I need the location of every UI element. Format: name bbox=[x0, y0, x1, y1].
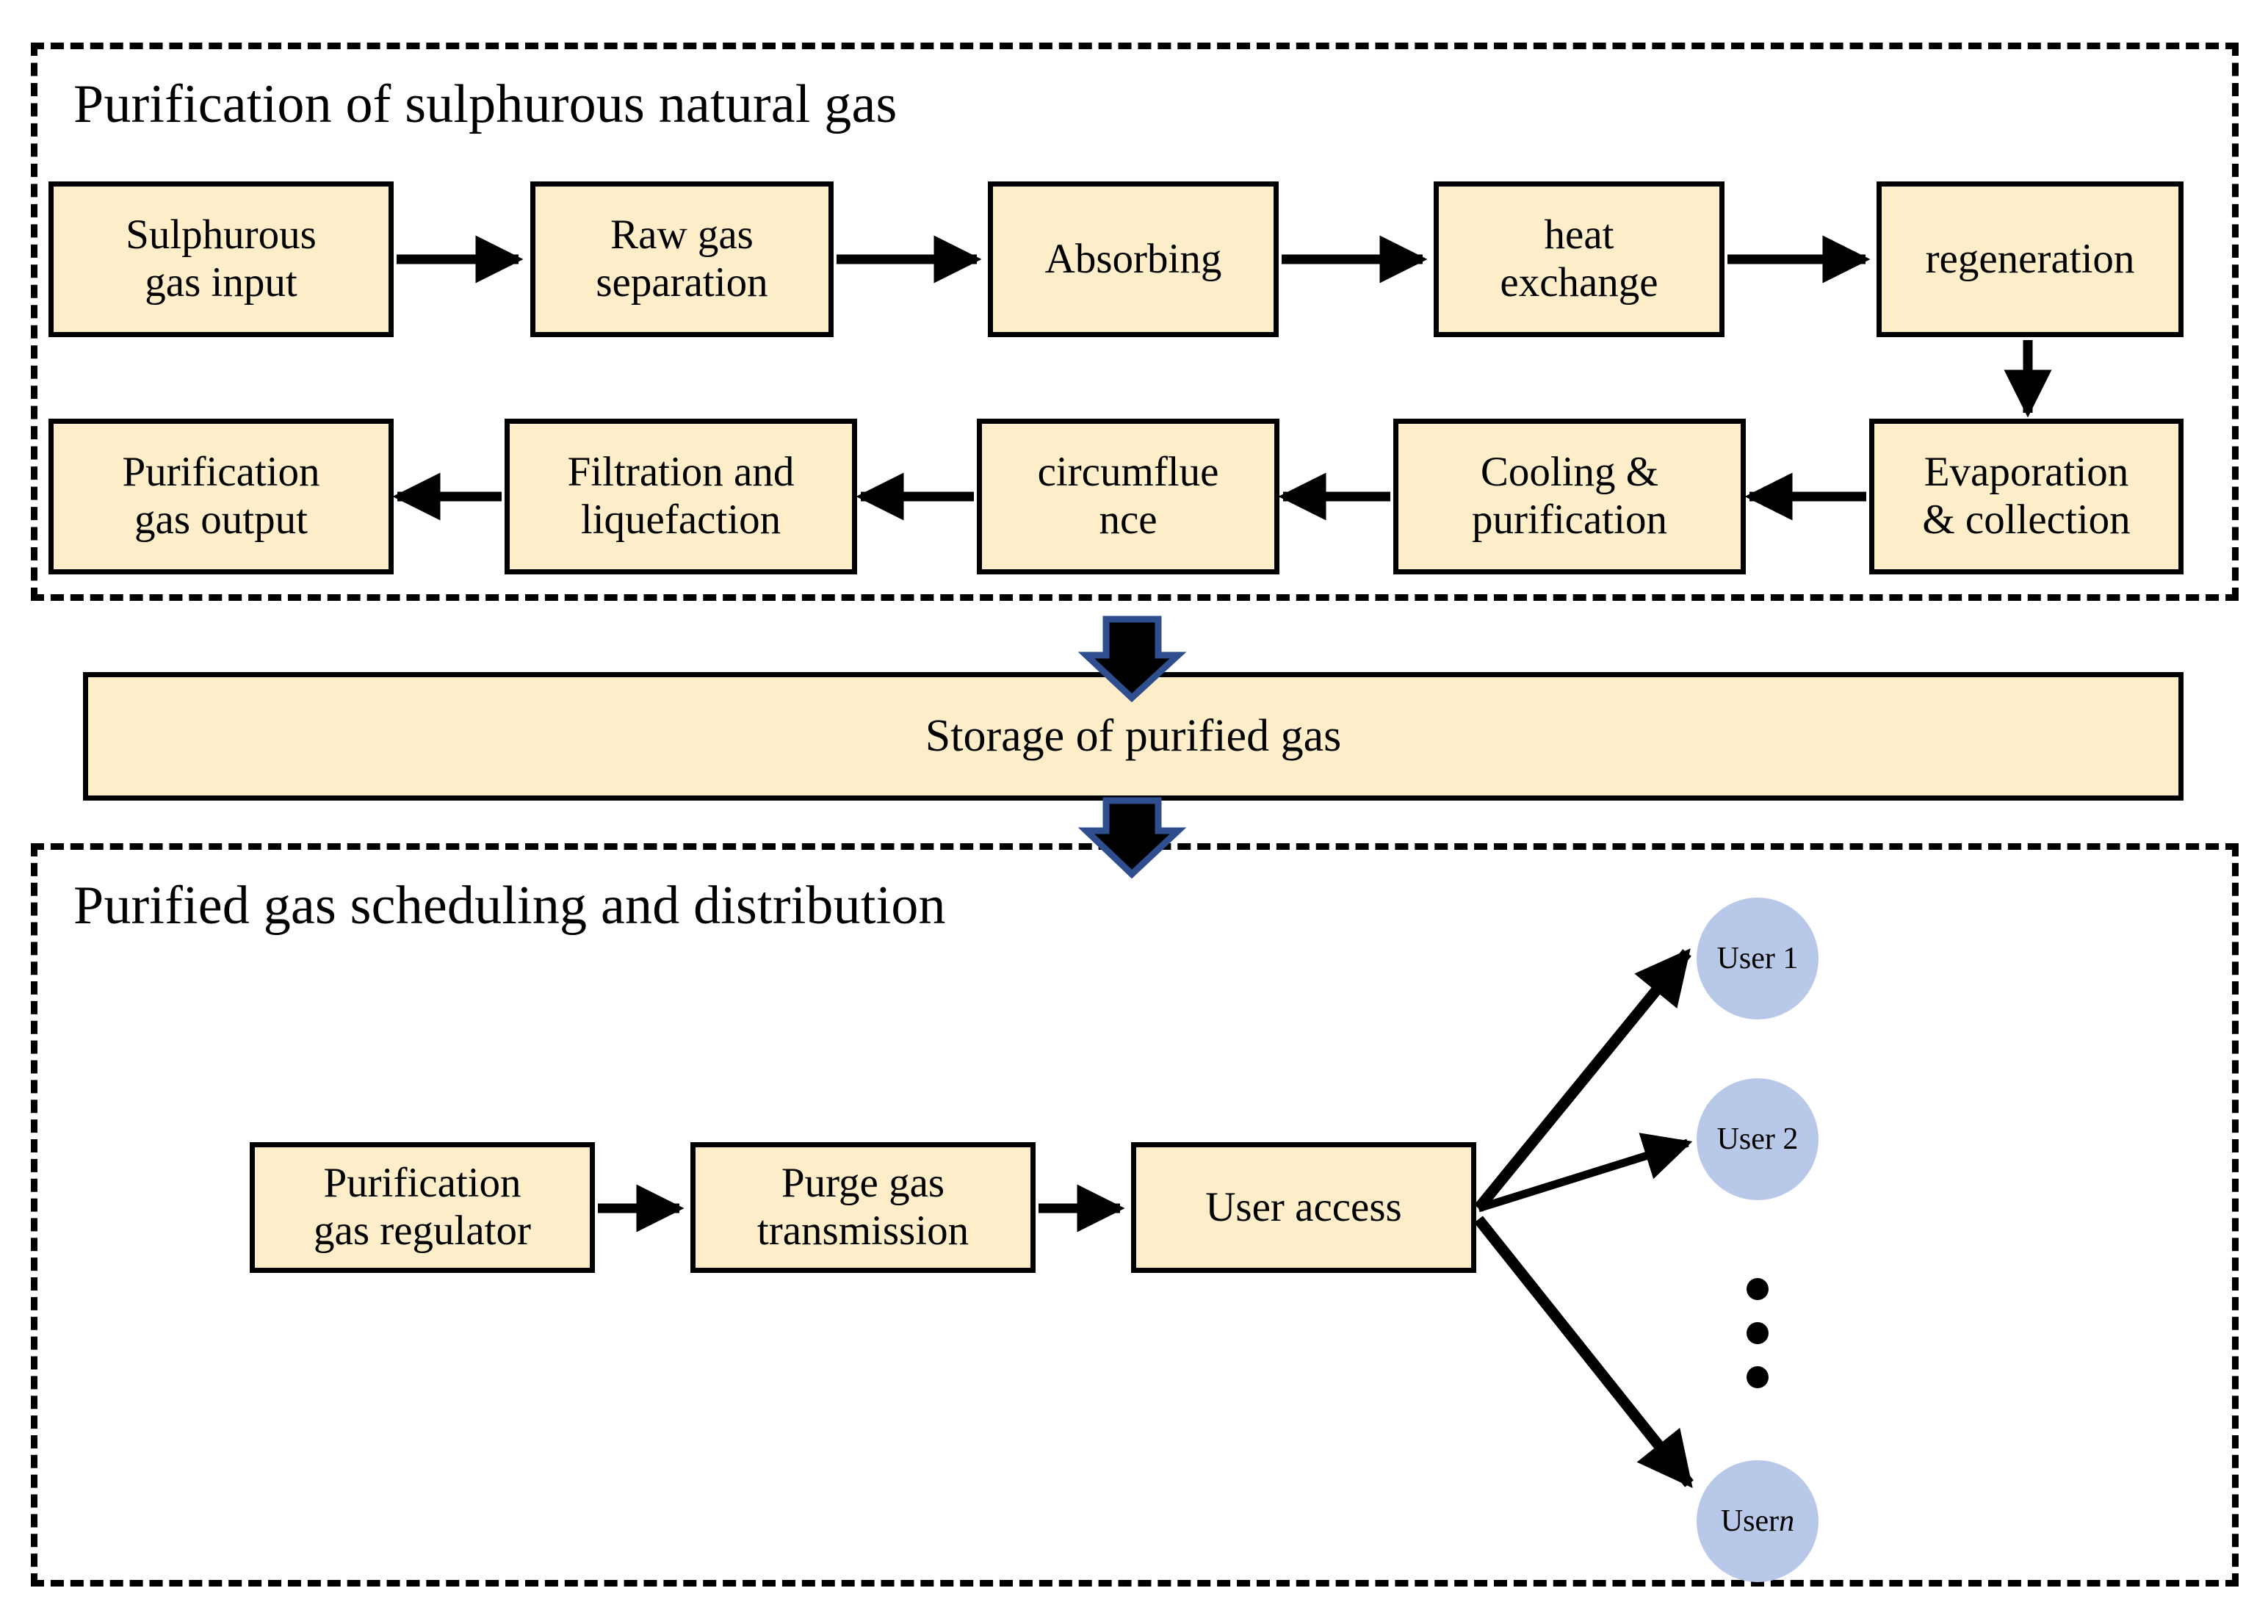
section-distribution-title: Purified gas scheduling and distribution bbox=[73, 876, 946, 936]
process-box-circumfluence[interactable]: circumflue nce bbox=[977, 419, 1279, 574]
box-line: Absorbing bbox=[1044, 235, 1222, 282]
process-box-sulphurous-gas-input[interactable]: Sulphurous gas input bbox=[48, 181, 394, 337]
vertical-ellipsis-icon bbox=[1747, 1322, 1769, 1344]
box-line: Filtration and bbox=[567, 449, 795, 496]
box-line: exchange bbox=[1500, 259, 1658, 306]
box-line: nce bbox=[1099, 497, 1158, 543]
box-line: Cooling & bbox=[1480, 449, 1659, 496]
user-node-n[interactable]: User n bbox=[1697, 1460, 1819, 1582]
box-line: & collection bbox=[1922, 497, 2131, 543]
box-line: Purge gas bbox=[781, 1160, 945, 1207]
box-line: Purification bbox=[323, 1160, 521, 1207]
process-box-user-access[interactable]: User access bbox=[1131, 1142, 1476, 1273]
box-line: regeneration bbox=[1925, 235, 2135, 282]
process-box-raw-gas-separation[interactable]: Raw gas separation bbox=[530, 181, 834, 337]
box-line: Purification bbox=[122, 449, 320, 496]
user-node-2[interactable]: User 2 bbox=[1697, 1078, 1819, 1200]
process-box-absorbing[interactable]: Absorbing bbox=[988, 181, 1279, 337]
process-box-evaporation-and-collection[interactable]: Evaporation & collection bbox=[1869, 419, 2184, 574]
process-box-purification-gas-output[interactable]: Purification gas output bbox=[48, 419, 394, 574]
user-label-prefix: User bbox=[1720, 1504, 1780, 1538]
box-line: liquefaction bbox=[580, 497, 781, 543]
box-line: User access bbox=[1205, 1183, 1402, 1230]
box-line: gas regulator bbox=[314, 1208, 531, 1254]
box-line: Raw gas bbox=[610, 212, 754, 259]
vertical-ellipsis-icon bbox=[1747, 1366, 1769, 1388]
section-purification-title: Purification of sulphurous natural gas bbox=[73, 74, 898, 134]
box-line: separation bbox=[596, 259, 768, 306]
process-box-purge-gas-transmission[interactable]: Purge gas transmission bbox=[690, 1142, 1036, 1273]
vertical-ellipsis-icon bbox=[1747, 1278, 1769, 1300]
process-box-heat-exchange[interactable]: heat exchange bbox=[1434, 181, 1725, 337]
storage-of-purified-gas-bar[interactable]: Storage of purified gas bbox=[83, 672, 2184, 801]
box-line: gas input bbox=[145, 259, 297, 306]
user-label-suffix: n bbox=[1779, 1504, 1795, 1538]
storage-label: Storage of purified gas bbox=[925, 711, 1342, 761]
box-line: heat bbox=[1544, 212, 1614, 259]
box-line: transmission bbox=[756, 1208, 969, 1254]
user-label: User 2 bbox=[1716, 1122, 1799, 1156]
user-node-1[interactable]: User 1 bbox=[1697, 898, 1819, 1019]
process-box-cooling-and-purification[interactable]: Cooling & purification bbox=[1393, 419, 1746, 574]
process-box-filtration-and-liquefaction[interactable]: Filtration and liquefaction bbox=[505, 419, 857, 574]
section-purification-container bbox=[31, 43, 2239, 601]
box-line: gas output bbox=[134, 497, 308, 543]
process-box-regeneration[interactable]: regeneration bbox=[1877, 181, 2184, 337]
box-line: Evaporation bbox=[1924, 449, 2129, 496]
box-line: Sulphurous bbox=[126, 212, 317, 259]
user-label: User 1 bbox=[1716, 942, 1799, 975]
box-line: circumflue bbox=[1037, 449, 1219, 496]
box-line: purification bbox=[1472, 497, 1667, 543]
process-box-purification-gas-regulator[interactable]: Purification gas regulator bbox=[250, 1142, 595, 1273]
